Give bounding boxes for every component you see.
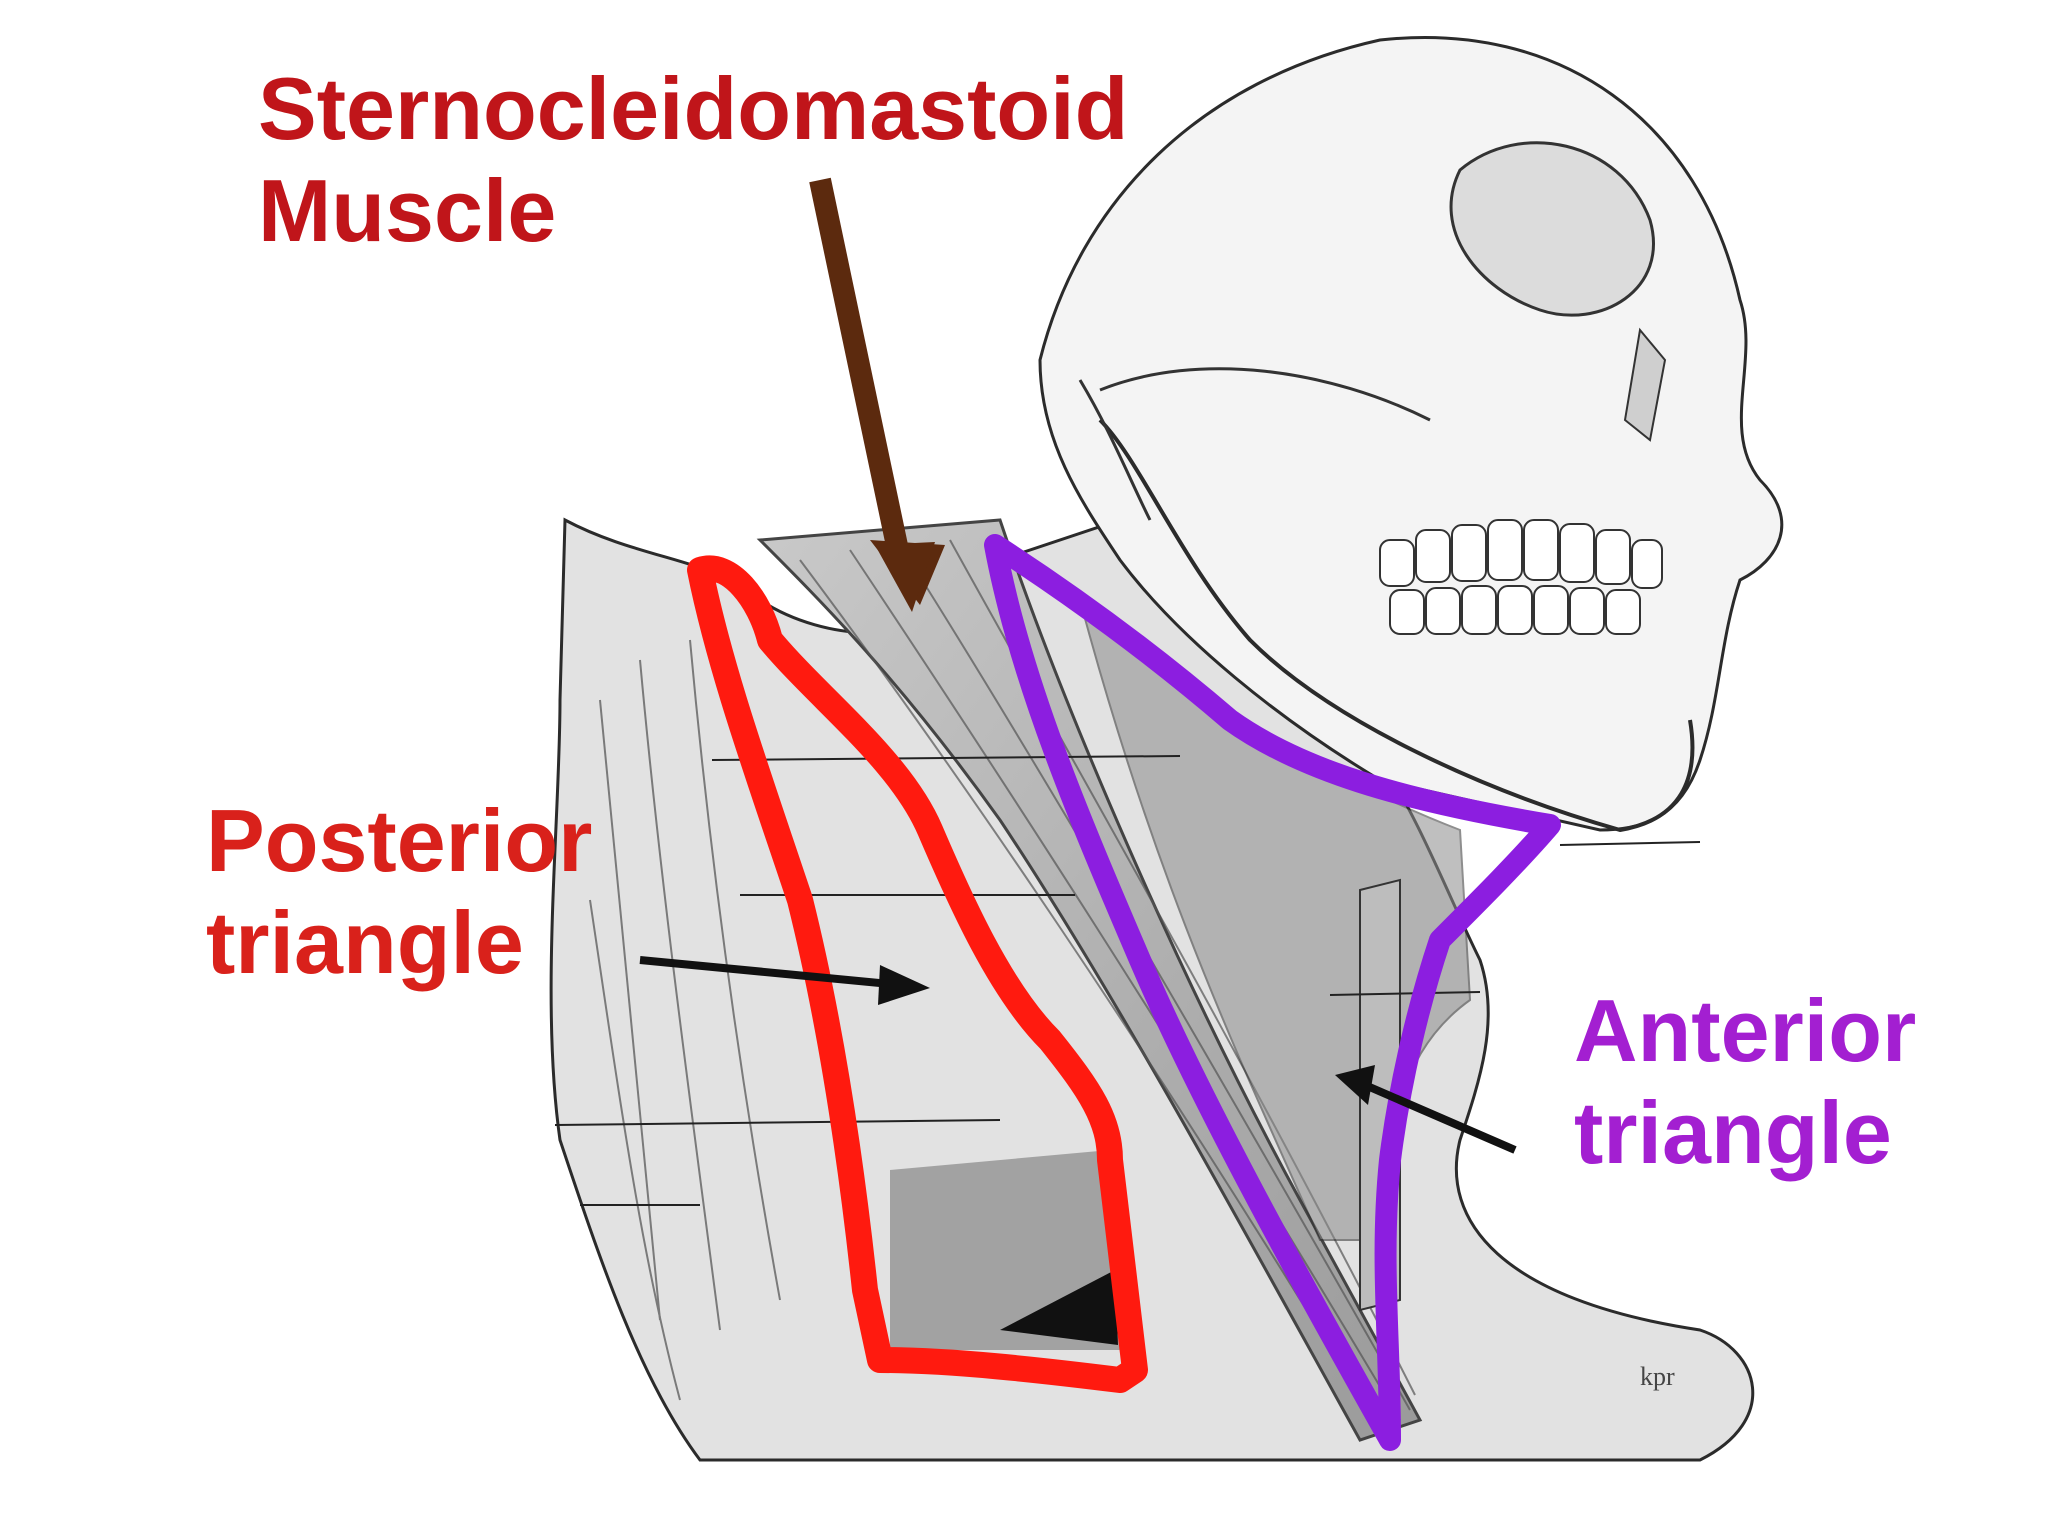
orbit — [1449, 141, 1655, 317]
anterior-arrow — [1335, 1065, 1517, 1154]
sternocleidomastoid-label-line1: Sternocleidomastoid — [258, 59, 1129, 158]
posterior-triangle-label-line2: triangle — [206, 893, 524, 993]
trapezius-muscle — [589, 639, 781, 1401]
zygomatic-arch — [1099, 367, 1431, 422]
anterior-triangle-label-line1: Anterior — [1574, 981, 1917, 1080]
mandible — [1098, 418, 1695, 833]
sternocleidomastoid-label: Sternocleidomastoid Muscle — [258, 58, 1128, 262]
sternocleidomastoid-label-line2: Muscle — [258, 161, 557, 261]
mandible-ramus — [1078, 379, 1152, 521]
anterior-triangle-label-line2: triangle — [1574, 1083, 1892, 1183]
artist-mark: kpr — [1640, 1362, 1675, 1391]
posterior-triangle-label: Posterior triangle — [206, 790, 592, 994]
teeth — [1379, 519, 1663, 635]
dark-gap — [1000, 1270, 1118, 1345]
posterior-arrow — [639, 956, 930, 1005]
nasal-cavity — [1623, 327, 1667, 442]
posterior-triangle-outline — [687, 555, 1148, 1393]
anterior-triangle-outline — [984, 534, 1561, 1451]
leader-lines — [554, 755, 1701, 1206]
scm-arrow — [809, 177, 945, 612]
anterior-triangle-label: Anterior triangle — [1574, 980, 1916, 1184]
posterior-triangle-label-line1: Posterior — [206, 791, 593, 890]
